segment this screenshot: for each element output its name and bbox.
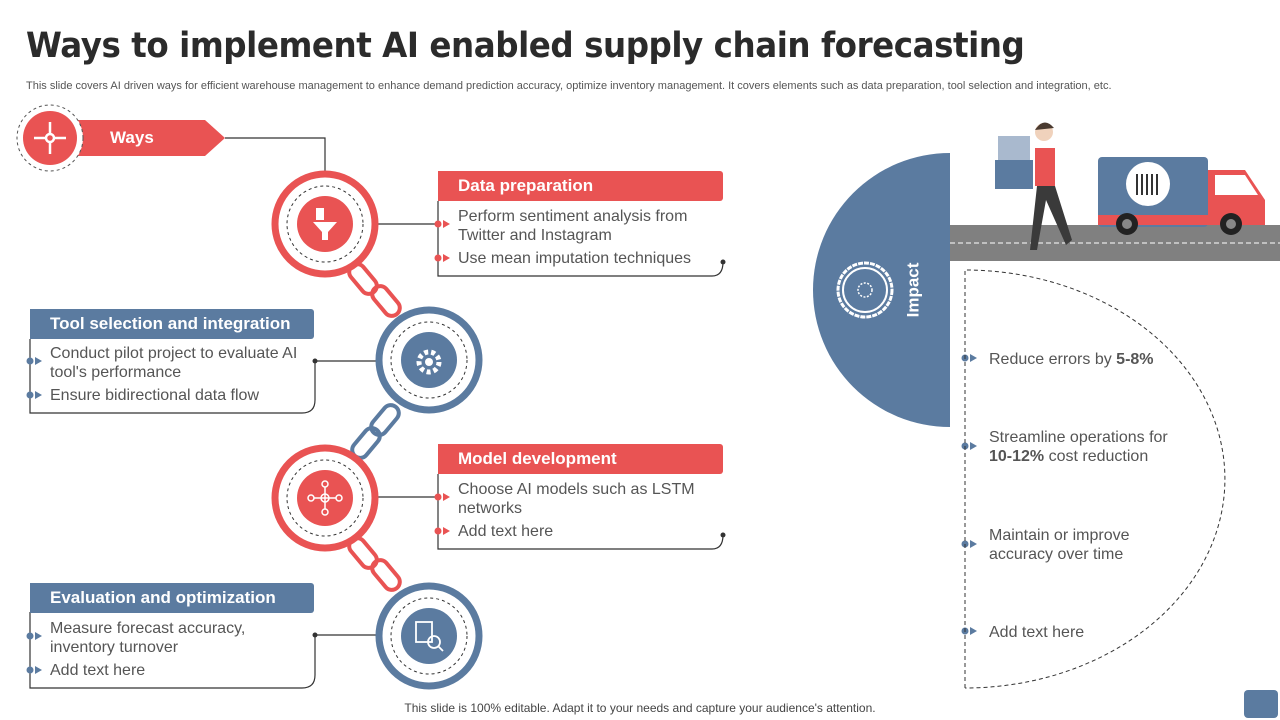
impact-item-2: Streamline operations for 10-12% cost re…	[989, 428, 1194, 466]
impact-item-3: Maintain or improve accuracy over time	[989, 526, 1164, 564]
step-4-point-2: Add text here	[50, 662, 146, 679]
delivery-truck-illustration	[1098, 157, 1265, 235]
impact-item-1-bold: 5-8%	[1116, 351, 1154, 368]
ways-label: Ways	[110, 128, 154, 147]
impact-dashed-outline	[964, 269, 1226, 689]
page-subtitle: This slide covers AI driven ways for eff…	[26, 80, 1112, 92]
delivery-person-illustration	[995, 122, 1072, 250]
footer-note: This slide is 100% editable. Adapt it to…	[404, 701, 876, 715]
step-2-points: Conduct pilot project to evaluate AI too…	[50, 344, 312, 405]
step-3-point-1: Choose AI models such as LSTM networks	[458, 481, 695, 517]
ways-banner	[16, 104, 326, 172]
impact-item-4-text: Add text here	[989, 624, 1085, 641]
connectors	[29, 201, 724, 689]
impact-label: Impact	[903, 262, 923, 318]
step-4-point-1: Measure forecast accuracy, inventory tur…	[50, 620, 246, 656]
step-3-header: Model development	[438, 444, 723, 474]
step-3-point-2: Add text here	[458, 523, 554, 540]
step-circle-3	[271, 444, 379, 552]
step-1-point-1: Perform sentiment analysis from Twitter …	[458, 208, 688, 244]
step-circle-4	[375, 582, 483, 690]
impact-item-2-bold: 10-12%	[989, 448, 1045, 465]
impact-item-2-after: cost reduction	[1044, 448, 1149, 465]
step-2-point-2: Ensure bidirectional data flow	[50, 387, 260, 404]
network-icon	[307, 480, 343, 516]
gear-tools-icon	[416, 349, 442, 375]
data-filter-icon	[313, 208, 337, 240]
impact-item-2-text: Streamline operations for	[989, 429, 1168, 446]
chain-links	[347, 262, 402, 592]
page-title: Ways to implement AI enabled supply chai…	[26, 26, 1025, 66]
impact-icon	[836, 261, 894, 319]
impact-item-1-text: Reduce errors by	[989, 351, 1117, 368]
step-3-points: Choose AI models such as LSTM networks A…	[458, 480, 720, 541]
step-circle-2	[375, 306, 483, 414]
step-1-header: Data preparation	[438, 171, 723, 201]
step-circle-1	[271, 170, 379, 278]
corner-logo-icon	[1244, 690, 1278, 718]
impact-item-4: Add text here	[989, 623, 1084, 642]
step-2-point-1: Conduct pilot project to evaluate AI too…	[50, 345, 298, 381]
step-2-header: Tool selection and integration	[30, 309, 314, 339]
directions-icon	[34, 122, 66, 154]
bullet-markers	[26, 220, 977, 674]
impact-item-3-text: Maintain or improve accuracy over time	[989, 527, 1130, 563]
document-search-icon	[415, 621, 444, 652]
step-1-point-2: Use mean imputation techniques	[458, 250, 692, 267]
step-4-points: Measure forecast accuracy, inventory tur…	[50, 619, 280, 680]
impact-item-1: Reduce errors by 5-8%	[989, 350, 1154, 369]
step-4-header: Evaluation and optimization	[30, 583, 314, 613]
step-1-points: Perform sentiment analysis from Twitter …	[458, 207, 720, 268]
